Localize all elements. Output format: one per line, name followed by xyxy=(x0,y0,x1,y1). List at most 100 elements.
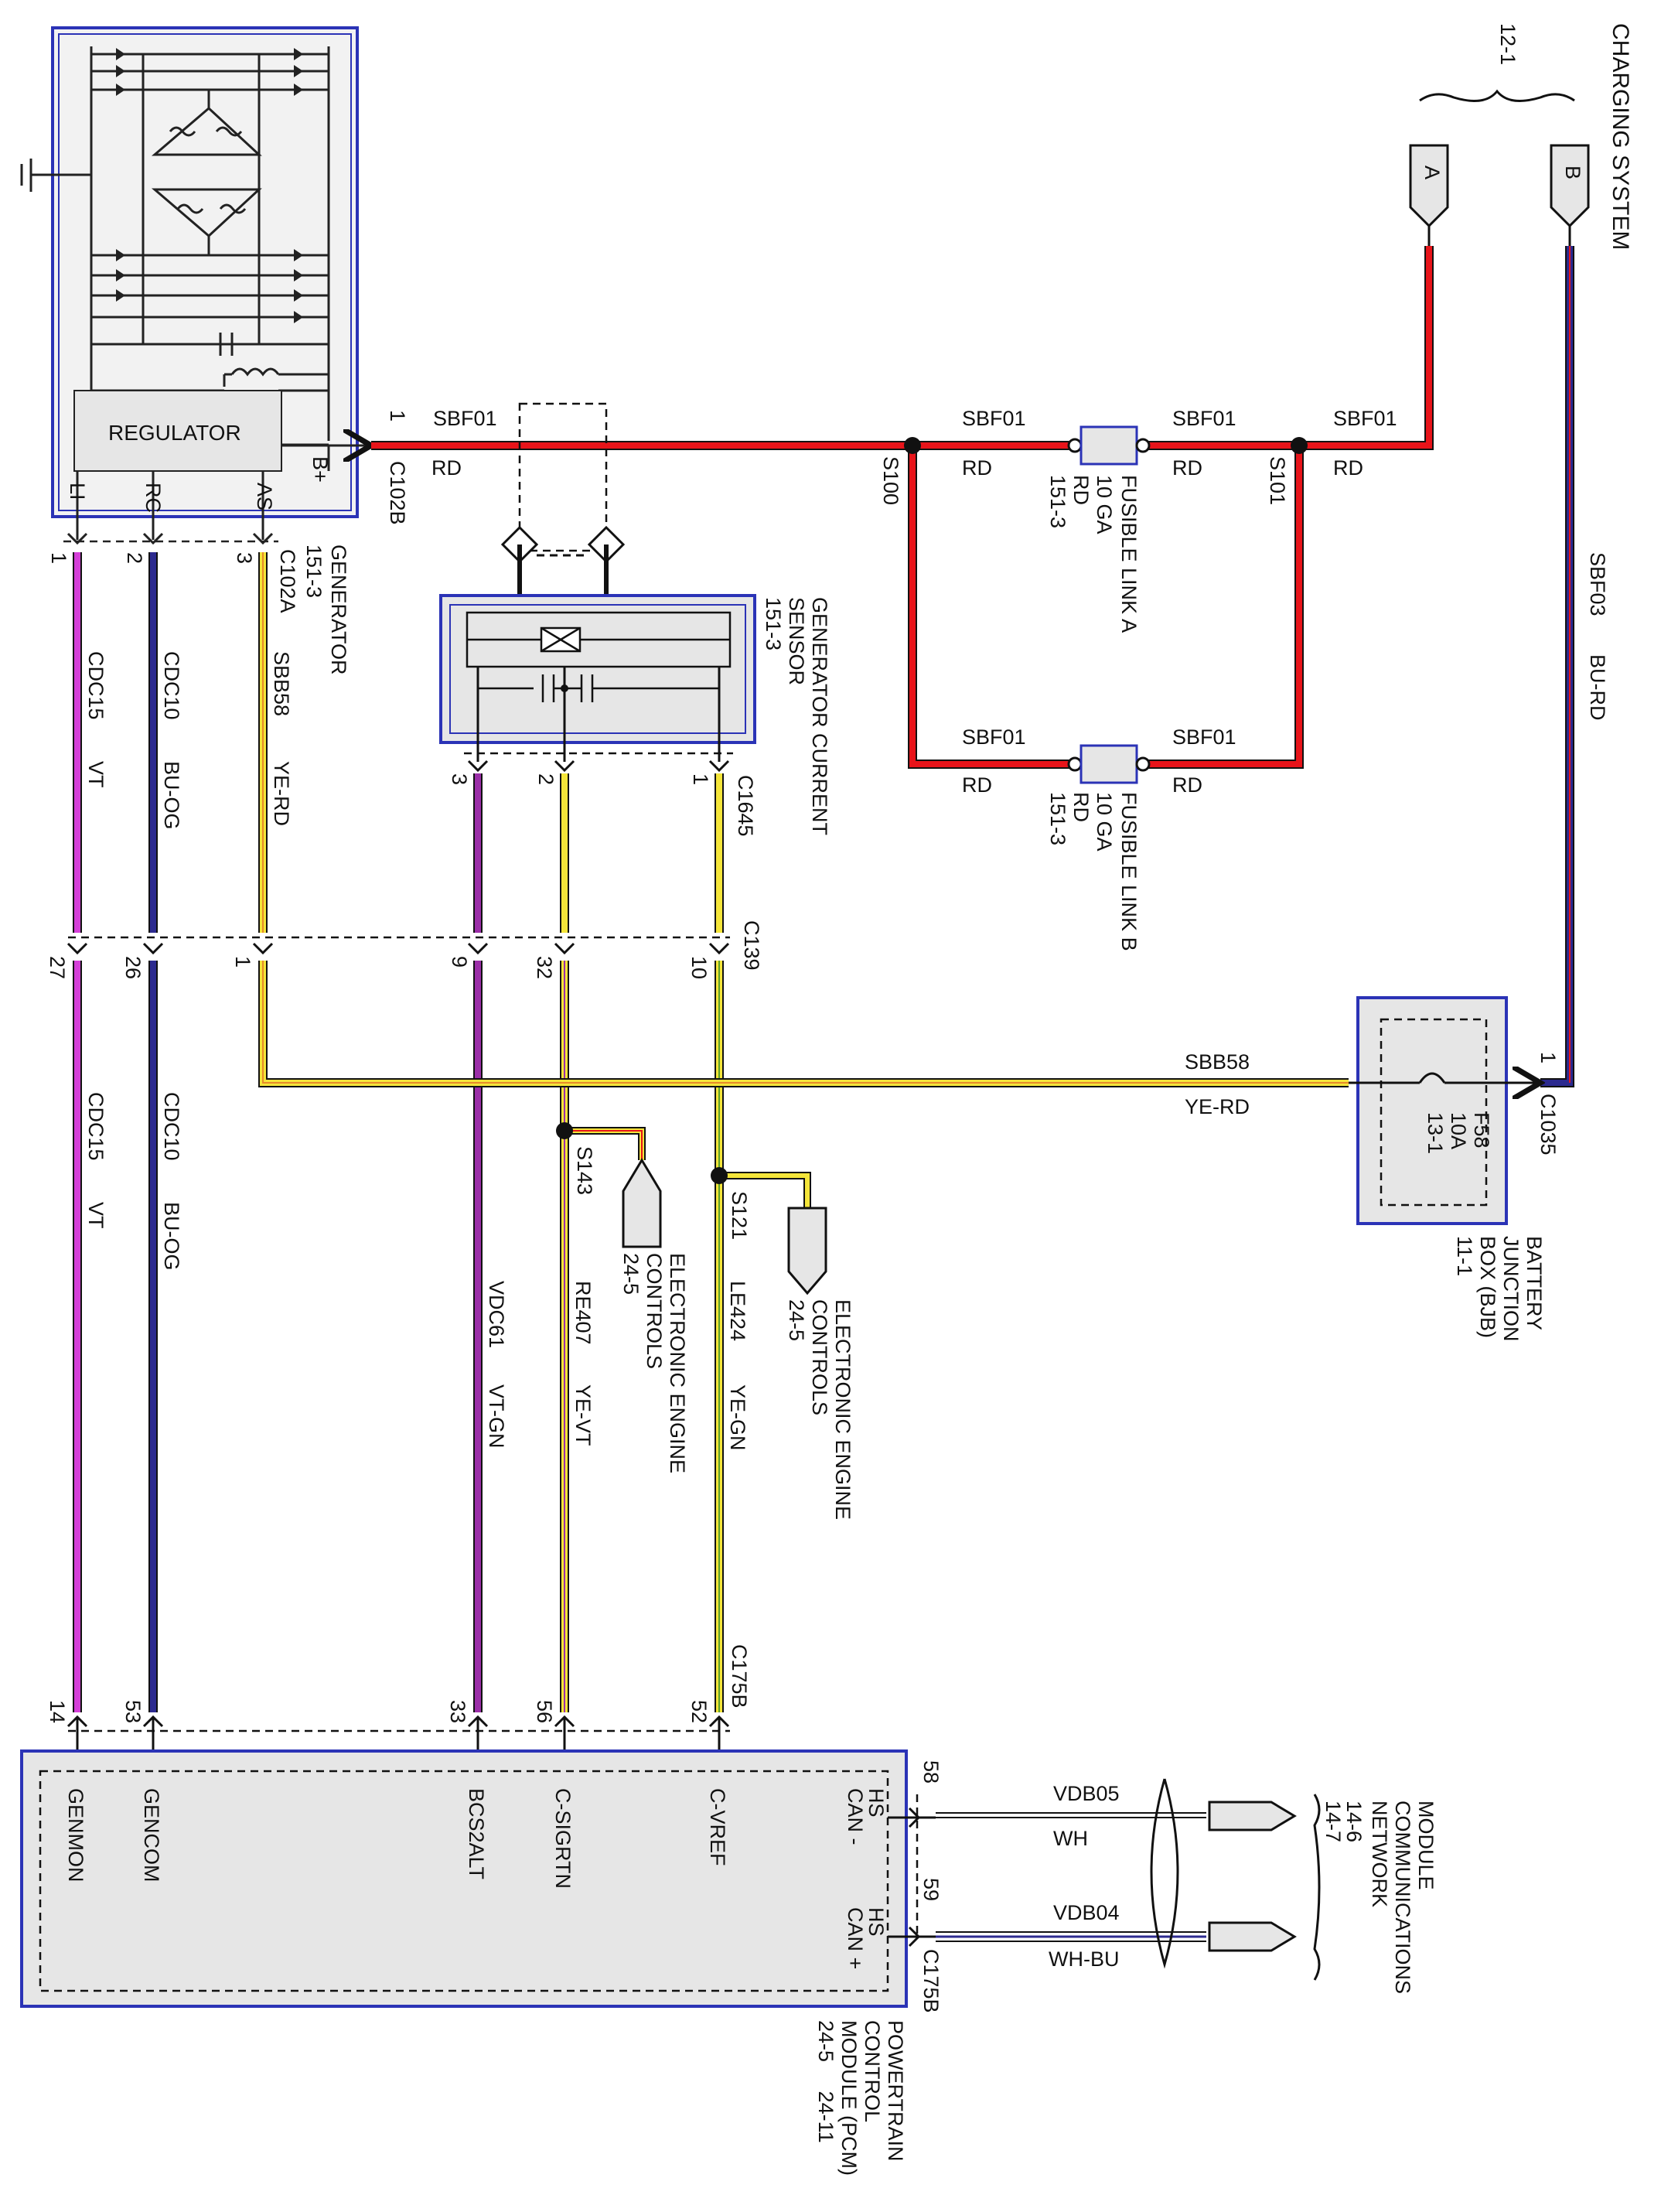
bjb-connector: C1035 xyxy=(1537,1094,1560,1155)
pcm-box xyxy=(20,1715,936,2008)
can-wires xyxy=(936,1778,1321,1981)
sensor-pin-3: 3 xyxy=(448,773,471,786)
current-sensor-ref: 151-3 xyxy=(762,597,785,651)
c139-pin-32: 32 xyxy=(533,956,556,980)
pcm-can-minus: HS CAN - xyxy=(844,1788,888,1845)
pcm-label-csigrtn: C-SIGRTN xyxy=(551,1788,575,1889)
charging-system-title: CHARGING SYSTEM xyxy=(1608,23,1633,251)
network-title3: NETWORK xyxy=(1368,1801,1391,1907)
eec-connectors xyxy=(622,1158,827,1295)
network-title2: COMMUNICATIONS xyxy=(1391,1801,1414,1994)
eec-label-2b: CONTROLS xyxy=(808,1299,831,1416)
lower-wire-5-circuit: LE424 xyxy=(726,1281,749,1342)
feed-circuit-1: SBF01 xyxy=(433,407,497,430)
eec-ref-1: 24-5 xyxy=(619,1253,643,1295)
sbf03-circuit: SBF03 xyxy=(1586,552,1609,616)
gen-pin-2: 2 xyxy=(123,552,146,565)
lower-wire-4-color: YE-VT xyxy=(571,1384,595,1446)
sbf03-color: BU-RD xyxy=(1586,654,1609,721)
bjb-pin: 1 xyxy=(1537,1052,1560,1064)
eec-label-2: ELECTRONIC ENGINE xyxy=(831,1299,854,1521)
network-wire1-circuit: VDB05 xyxy=(1053,1782,1120,1805)
network-refs: 14-6 14-7 xyxy=(1322,1801,1366,1843)
eec-label-1b: CONTROLS xyxy=(643,1253,666,1370)
pcm-label-gencom: GENCOM xyxy=(140,1788,163,1883)
pcm-can-pin-58: 58 xyxy=(919,1760,943,1784)
pin-rc: RC xyxy=(142,483,165,513)
c139-pin-10: 10 xyxy=(687,956,711,980)
feed-circuit-2: SBF01 xyxy=(962,407,1026,430)
current-sensor-connector: C1645 xyxy=(734,775,757,837)
lower-wire-2-circuit: CDC10 xyxy=(160,1092,183,1161)
pcm-pin-53: 53 xyxy=(121,1700,145,1724)
feed-circuit-4: SBF01 xyxy=(1333,407,1397,430)
generator-out-connector: C102B xyxy=(386,461,409,525)
upper-wire-2-circuit: CDC10 xyxy=(160,651,183,720)
pin-as: AS xyxy=(253,483,276,511)
pcm-pin-33: 33 xyxy=(446,1700,469,1724)
feed-circuit-5: SBF01 xyxy=(962,725,1026,749)
feed-color-5: RD xyxy=(962,773,992,797)
upper-wire-1-circuit: CDC15 xyxy=(84,651,107,720)
sbb58-circuit: SBB58 xyxy=(1185,1050,1250,1074)
c139-pin-1: 1 xyxy=(231,956,254,968)
generator-title: GENERATOR xyxy=(327,544,350,675)
fusible-link-b xyxy=(1067,744,1151,784)
c139-pin-9: 9 xyxy=(448,956,471,968)
eec-label-1: ELECTRONIC ENGINE xyxy=(666,1253,689,1474)
feed-color-3: RD xyxy=(1172,456,1202,480)
upper-wire-3-circuit: SBB58 xyxy=(270,651,293,717)
pcm-label-cvref: C-VREF xyxy=(706,1788,729,1866)
feed-color-4: RD xyxy=(1333,456,1363,480)
pcm-can-plus: HS CAN + xyxy=(844,1907,888,1970)
feed-color-2: RD xyxy=(962,456,992,480)
current-sensor xyxy=(439,402,756,773)
sbb58-color: YE-RD xyxy=(1185,1095,1250,1118)
lower-wire-3-circuit: VDC61 xyxy=(485,1281,508,1349)
pcm-title3: MODULE (PCM) xyxy=(837,2020,861,2176)
feed-color-6: RD xyxy=(1172,773,1202,797)
pcm-refs: 24-5 24-11 xyxy=(814,2020,837,2143)
connector-b-label: B xyxy=(1561,166,1584,180)
bjb-amps: 10A xyxy=(1447,1112,1470,1150)
bjb-title3: BOX (BJB) xyxy=(1476,1236,1499,1339)
splice-s143: S143 xyxy=(573,1146,596,1196)
pcm-can-pin-59: 59 xyxy=(919,1878,943,1902)
fusible-link-b-gauge: 10 GA xyxy=(1093,792,1116,852)
lower-wire-1-color: VT xyxy=(84,1202,107,1229)
pcm-label-bcs2alt: BCS2ALT xyxy=(465,1788,488,1880)
upper-wire-3-color: YE-RD xyxy=(270,761,293,827)
pcm-pin-56: 56 xyxy=(533,1700,556,1724)
pcm-pin-14: 14 xyxy=(46,1700,69,1724)
charging-system-ref: 12-1 xyxy=(1496,23,1519,66)
lower-wire-2-color: BU-OG xyxy=(160,1202,183,1271)
splice-s100: S100 xyxy=(879,456,902,506)
bjb-fuse: F58 xyxy=(1470,1112,1493,1149)
fusible-link-a xyxy=(1067,425,1151,466)
fusible-link-a-ref: 151-3 xyxy=(1046,475,1069,529)
fusible-link-b-label: FUSIBLE LINK B xyxy=(1117,792,1141,951)
eec-ref-2: 24-5 xyxy=(785,1299,808,1342)
upper-wire-2-color: BU-OG xyxy=(160,761,183,830)
network-wire2-circuit: VDB04 xyxy=(1053,1901,1120,1924)
charging-system-connectors xyxy=(1409,89,1590,246)
c139-pin-arrows xyxy=(67,942,730,955)
lower-wire-1-circuit: CDC15 xyxy=(84,1092,107,1161)
splice-s101: S101 xyxy=(1266,456,1289,506)
pcm-title: POWERTRAIN xyxy=(884,2020,907,2162)
gen-pin-3: 3 xyxy=(233,552,256,565)
splice-s121: S121 xyxy=(728,1191,751,1241)
fusible-link-a-label: FUSIBLE LINK A xyxy=(1117,475,1141,633)
current-sensor-title: GENERATOR CURRENT xyxy=(808,597,831,836)
network-title: MODULE xyxy=(1414,1801,1438,1890)
pcm-pin-52: 52 xyxy=(687,1700,711,1724)
fusible-link-a-color: RD xyxy=(1069,475,1093,505)
fusible-link-a-gauge: 10 GA xyxy=(1093,475,1116,534)
connector-a-label: A xyxy=(1421,166,1444,180)
upper-wire-1-color: VT xyxy=(84,761,107,788)
gen-pin-1: 1 xyxy=(47,552,70,565)
lower-wire-5-color: YE-GN xyxy=(726,1384,749,1451)
pcm-connector-bottom: C175B xyxy=(919,1949,943,2013)
pcm-title2: CONTROL xyxy=(861,2020,884,2123)
